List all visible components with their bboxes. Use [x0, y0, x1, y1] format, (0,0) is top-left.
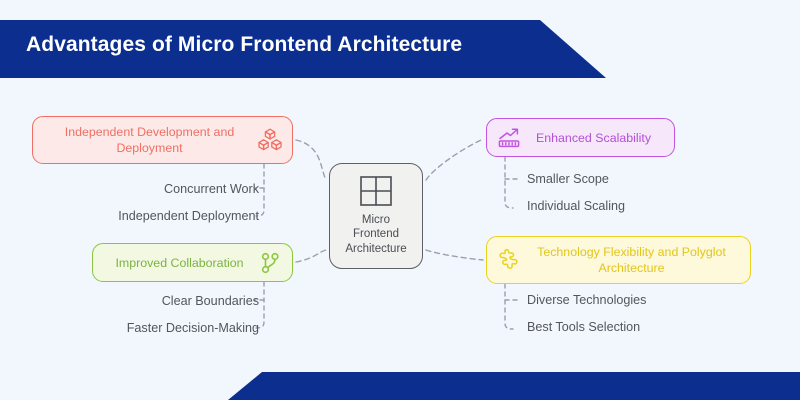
- branch-node-technology-flexibility-and-polyglot-architecture[interactable]: Technology Flexibility and Polyglot Arch…: [486, 236, 751, 284]
- header-banner: [0, 20, 606, 78]
- sub-item-clear-boundaries[interactable]: Clear Boundaries: [161, 294, 259, 308]
- sub-item-individual-scaling[interactable]: Individual Scaling: [527, 199, 626, 213]
- puzzle-piece-icon: [499, 248, 518, 269]
- sub-item-concurrent-work[interactable]: Concurrent Work: [164, 182, 259, 196]
- branch-node-enhanced-scalability[interactable]: Enhanced Scalability: [486, 118, 675, 157]
- page-title: Advantages of Micro Frontend Architectur…: [26, 33, 463, 56]
- sub-item-faster-decision-making[interactable]: Faster Decision-Making: [126, 321, 259, 335]
- sub-item-independent-deployment[interactable]: Independent Deployment: [118, 209, 259, 223]
- sub-item-best-tools-selection[interactable]: Best Tools Selection: [527, 320, 641, 334]
- footer-banner: [228, 372, 800, 400]
- center-node-label: Micro Frontend Architecture: [345, 213, 407, 255]
- branch-label-scalability: Enhanced Scalability: [535, 130, 652, 145]
- branch-label-collaboration: Improved Collaboration: [115, 255, 244, 270]
- branch-label-technology: Technology Flexibility and Polyglot Arch…: [537, 245, 726, 275]
- connector-center-to-scalability: [425, 138, 484, 181]
- branch-label-independent: Independent Development and Deployment: [64, 125, 235, 155]
- stacked-cubes-icon: [258, 128, 282, 151]
- branch-node-independent-development-and-deployment[interactable]: Independent Development and Deployment: [32, 116, 293, 164]
- connector-technology-subs: [504, 283, 514, 330]
- connector-collaboration-to-center: [295, 249, 327, 263]
- sub-item-diverse-technologies[interactable]: Diverse Technologies: [527, 293, 647, 307]
- grid-four-panes-icon: [360, 175, 392, 206]
- connector-independent-to-center: [295, 139, 327, 181]
- scalability-growth-icon: [498, 127, 520, 147]
- connector-scalability-subs: [504, 156, 514, 209]
- git-branch-icon: [261, 252, 279, 273]
- connector-center-to-technology: [425, 249, 484, 261]
- center-node-micro-frontend-architecture[interactable]: Micro Frontend Architecture: [329, 163, 423, 269]
- branch-node-improved-collaboration[interactable]: Improved Collaboration: [92, 243, 293, 282]
- sub-item-smaller-scope[interactable]: Smaller Scope: [527, 172, 609, 186]
